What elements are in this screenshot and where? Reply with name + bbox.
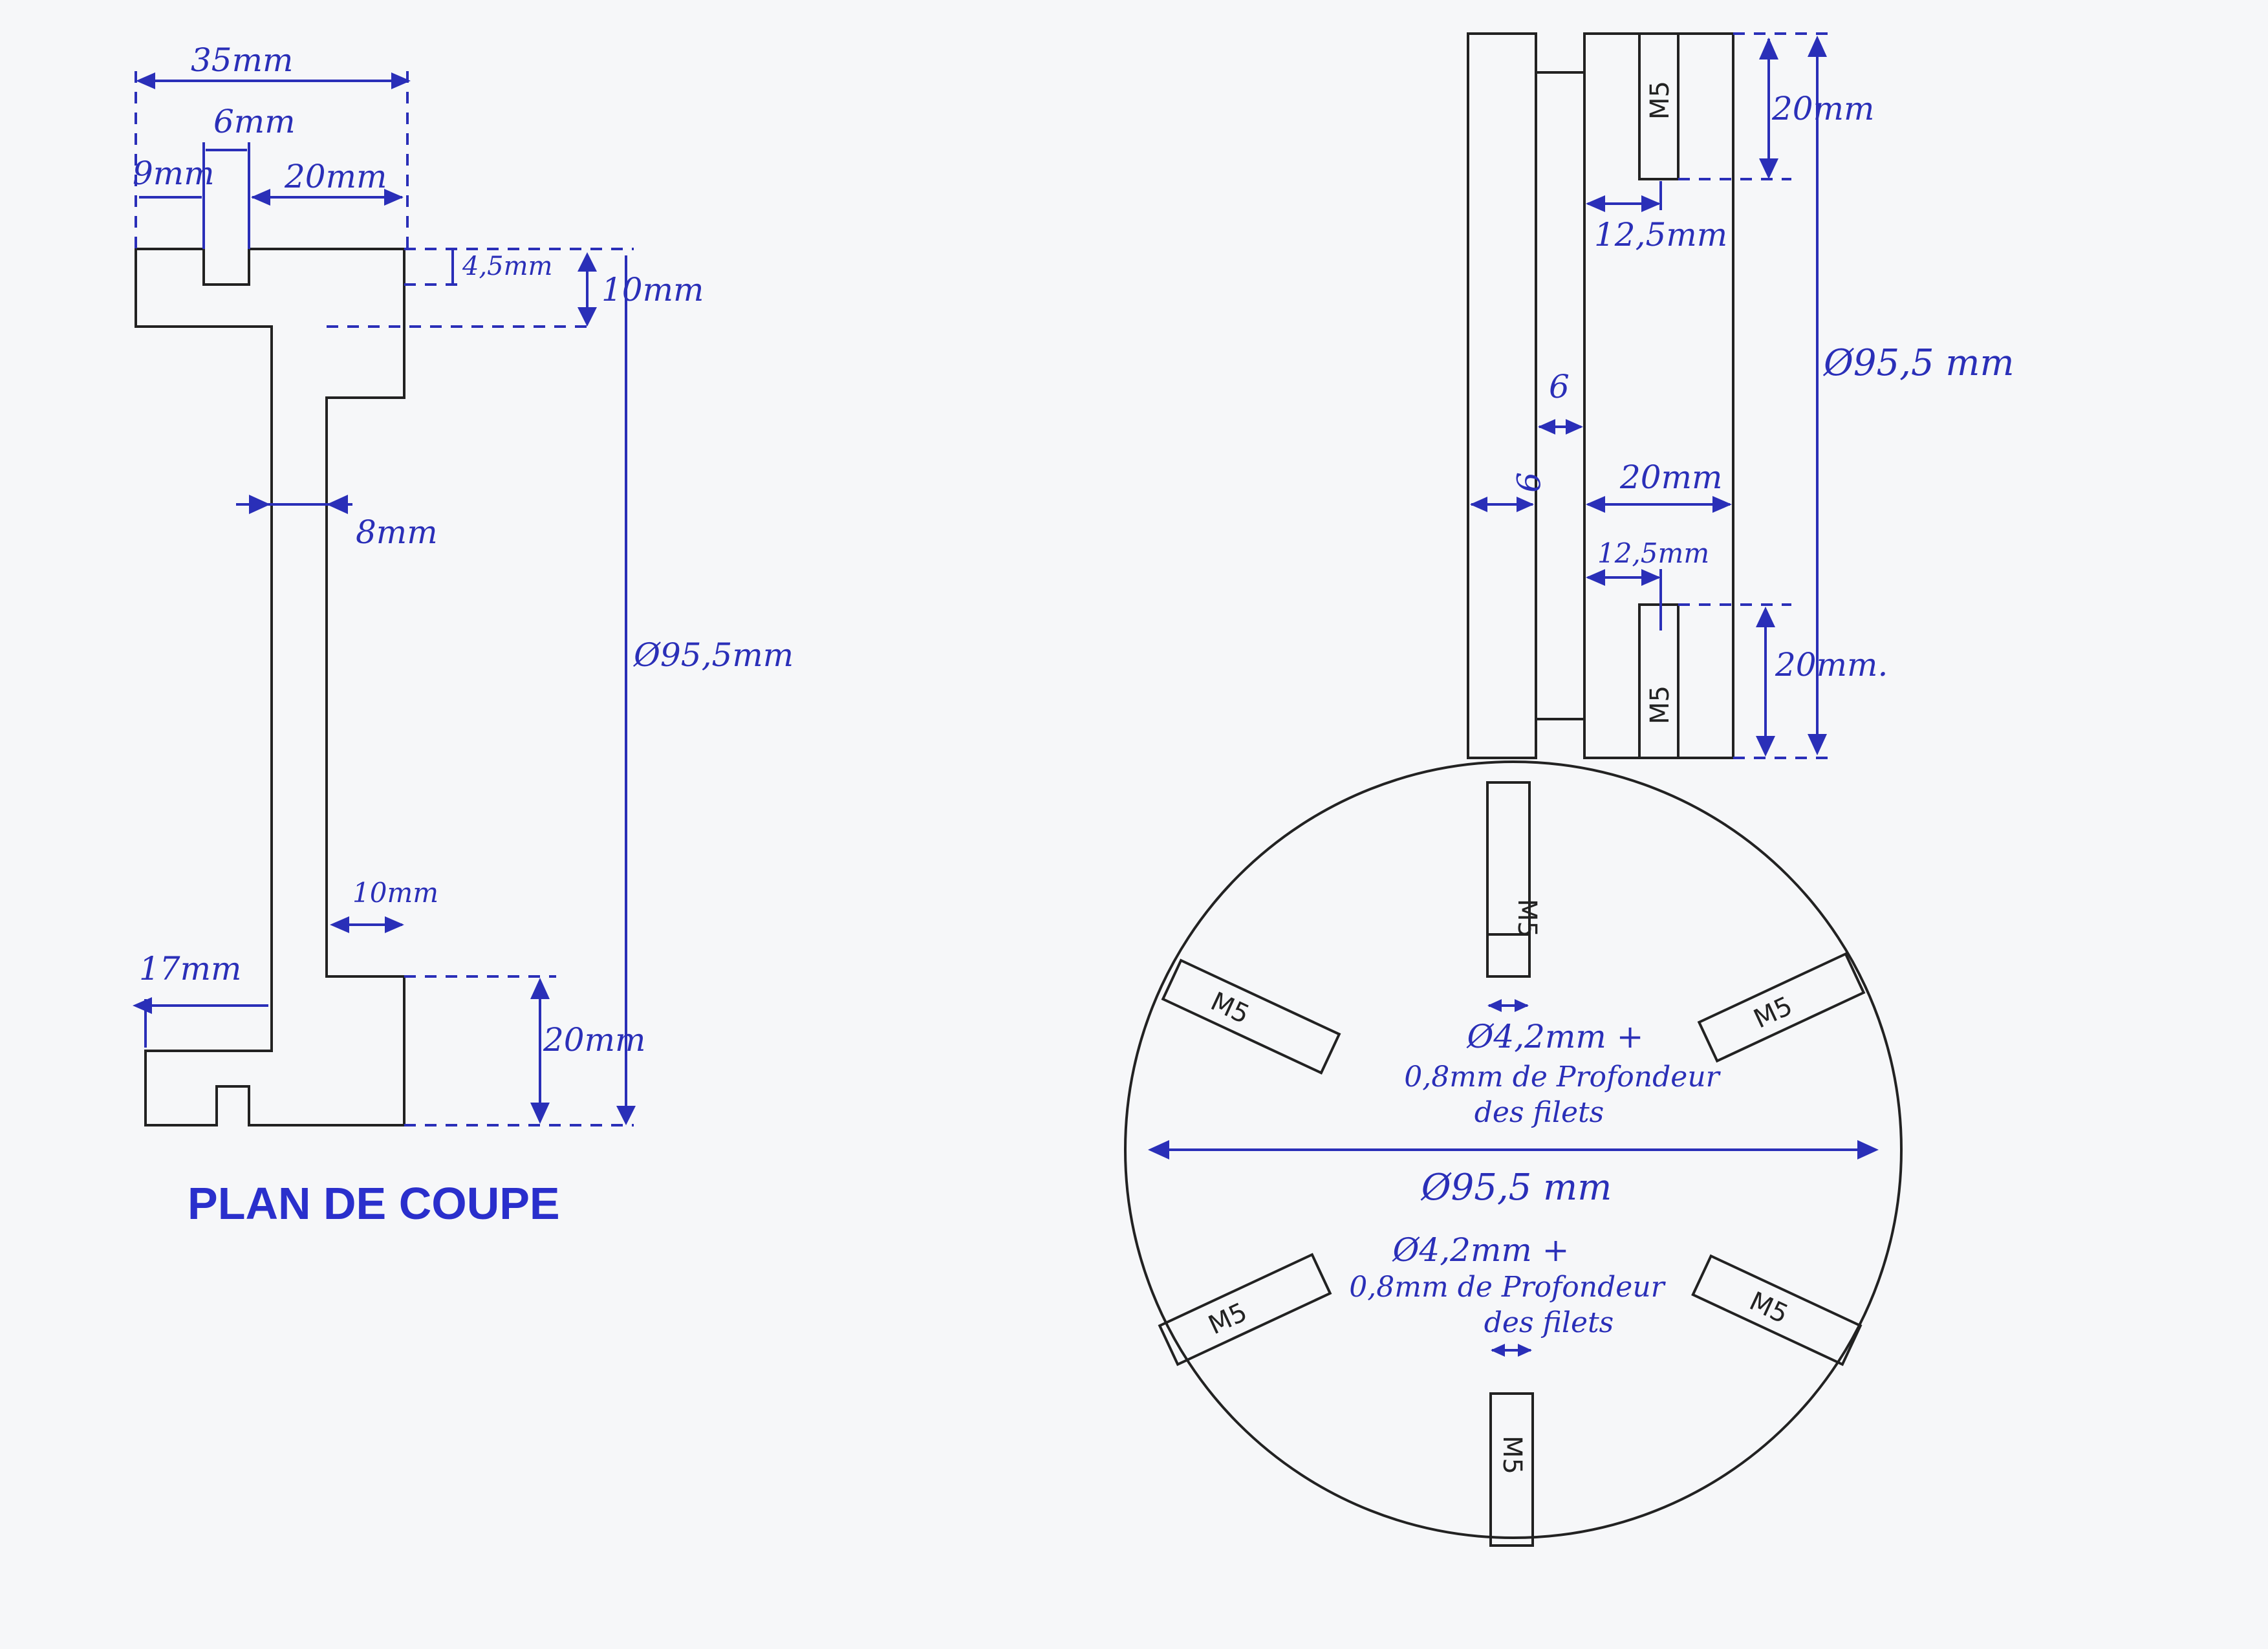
hole-note-bottom-line1: Ø4,2mm + <box>1391 1231 1569 1269</box>
label-web-width: 8mm <box>356 513 438 551</box>
radial-hole-upper-right: M5 <box>1697 952 1866 1063</box>
radial-hole-lower-right: M5 <box>1691 1254 1863 1366</box>
svg-text:M5: M5 <box>1512 899 1542 938</box>
label-disc-diameter: Ø95,5 mm <box>1420 1167 1612 1209</box>
label-right-plate: 20mm <box>1619 458 1722 496</box>
right-plate <box>1583 32 1734 759</box>
side-top-thread-label: M5 <box>1645 81 1675 120</box>
label-top-hole-depth: 20mm <box>1771 90 1874 127</box>
label-slot-width: 6mm <box>213 103 296 140</box>
circle-view: M5 M5 M5 M5 M5 M5 Ø4,2mm + 0,8 <box>1124 760 1903 1547</box>
radial-hole-lower-left: M5 <box>1158 1253 1332 1366</box>
label-left-plate: 9 <box>1509 472 1546 493</box>
hole-note-top-line1: Ø4,2mm + <box>1465 1018 1643 1055</box>
label-side-diameter: Ø95,5 mm <box>1822 342 2014 384</box>
label-bottom-height: 20mm <box>543 1021 645 1059</box>
label-left-flange: 9mm <box>133 155 215 192</box>
svg-text:M5: M5 <box>1497 1436 1527 1474</box>
section-view: 35mm 6mm 9mm 20mm 4,5mm 10mm 8mm Ø9 <box>133 41 794 1126</box>
radial-hole-bottom: M5 <box>1489 1392 1534 1547</box>
side-bottom-thread-label: M5 <box>1645 685 1675 724</box>
hole-note-bottom-line3: des filets <box>1484 1306 1614 1339</box>
hole-note-top-line2: 0,8mm de Profondeur <box>1404 1061 1721 1094</box>
bottom-tapped-hole <box>1638 603 1679 759</box>
label-top-offset: 12,5mm <box>1594 216 1727 253</box>
side-view: M5 M5 20mm 12,5mm Ø95,5 mm 6 9 <box>1467 32 2014 759</box>
top-tapped-hole <box>1638 32 1679 180</box>
drawing-title: PLAN DE COUPE <box>188 1178 560 1229</box>
label-section-diameter: Ø95,5mm <box>632 636 794 674</box>
label-overall-width: 35mm <box>191 41 293 79</box>
label-top-height: 10mm <box>601 271 704 308</box>
label-bottom-hole-depth: 20mm. <box>1775 646 1888 684</box>
hole-note-top-line3: des filets <box>1474 1096 1604 1129</box>
label-right-flange: 20mm <box>284 158 387 195</box>
section-profile-outline <box>135 248 405 1126</box>
label-groove-depth: 4,5mm <box>462 252 552 281</box>
label-bottom-inset: 10mm <box>352 877 438 909</box>
label-gap: 6 <box>1549 368 1570 405</box>
radial-hole-upper-left: M5 <box>1161 958 1341 1075</box>
hole-note-bottom-line2: 0,8mm de Profondeur <box>1349 1271 1666 1304</box>
radial-hole-top: M5 <box>1486 781 1542 978</box>
disc-outline <box>1124 760 1903 1539</box>
left-plate <box>1467 32 1537 759</box>
label-bottom-flange: 17mm <box>139 950 241 987</box>
label-bottom-offset: 12,5mm <box>1597 537 1709 569</box>
